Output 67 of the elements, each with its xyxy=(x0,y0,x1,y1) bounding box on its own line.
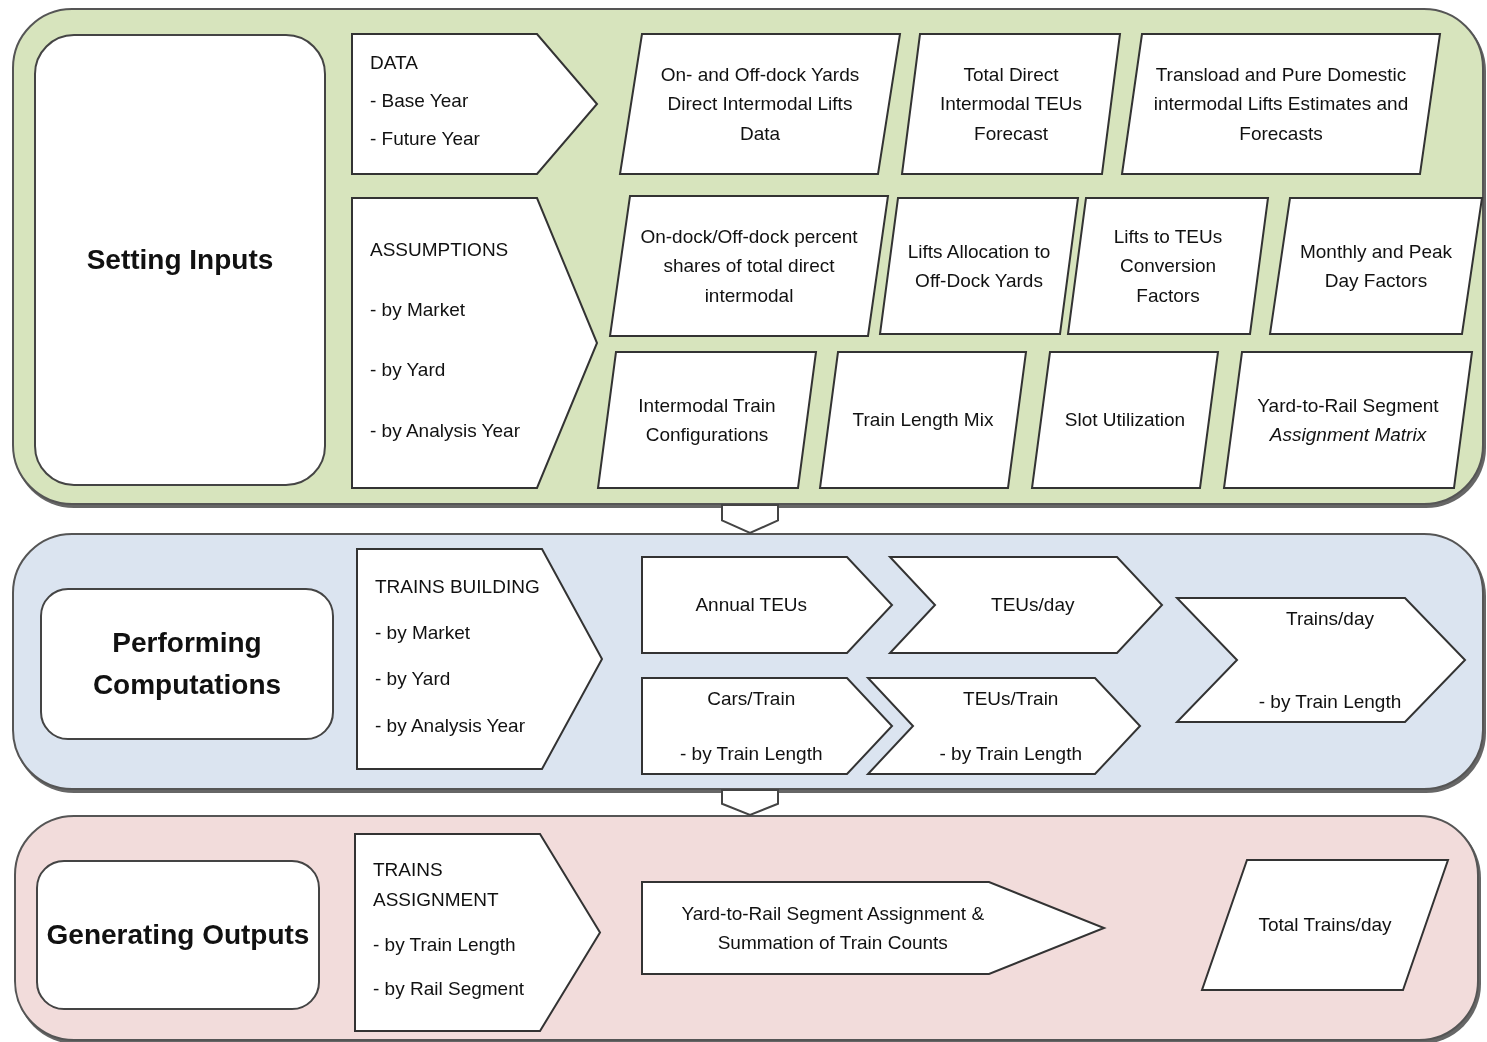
stage-panel xyxy=(12,8,1484,505)
block-arrow xyxy=(721,789,779,817)
list-item: - by Train Length xyxy=(373,932,516,957)
list-item: - Future Year xyxy=(370,127,480,152)
step-label: Total Trains/day xyxy=(1258,913,1392,938)
step-label: On- and Off-dock Yards Direct Intermodal Lifts Data xyxy=(659,62,861,146)
stage-box xyxy=(36,860,320,1010)
pentagon-step-box xyxy=(355,834,600,1031)
pentagon-step-box xyxy=(352,34,597,174)
list-item: - by Analysis Year xyxy=(375,713,525,738)
step-label: Yard-to-Rail Segment Assignment Matrix xyxy=(1256,393,1440,447)
step-heading: ASSUMPTIONS xyxy=(370,237,509,262)
stage-title: Generating Outputs xyxy=(46,918,310,952)
stage-box xyxy=(40,588,334,740)
chevron-step-box xyxy=(1177,598,1465,722)
step-label: Yard-to-Rail Segment Assignment & Summation of Train Counts xyxy=(680,901,986,955)
step-label: Slot Utilization xyxy=(1064,408,1186,433)
data-parallelogram xyxy=(1270,198,1482,334)
data-parallelogram xyxy=(620,34,900,174)
data-parallelogram xyxy=(1068,198,1268,334)
list-item: - Base Year xyxy=(370,89,469,114)
step-heading: TRAINS ASSIGNMENT xyxy=(373,858,500,912)
step-heading: Cars/Train xyxy=(707,687,796,711)
list-item: - by Rail Segment xyxy=(373,977,524,1002)
stage-title: Setting Inputs xyxy=(86,243,274,277)
stage-box xyxy=(34,34,326,486)
pentagon-step-box xyxy=(642,882,1104,974)
chevron-step-box xyxy=(868,678,1140,774)
pentagon-step-box xyxy=(642,557,892,653)
step-label: On-dock/Off-dock percent shares of total direct intermodal xyxy=(639,224,859,308)
list-item: - by Train Length xyxy=(939,741,1083,766)
stage-panel xyxy=(14,815,1479,1041)
step-label: Intermodal Train Configurations xyxy=(637,393,777,447)
list-item: - by Train Length xyxy=(1258,689,1402,714)
data-parallelogram xyxy=(598,352,816,488)
data-parallelogram xyxy=(610,196,888,336)
step-heading: DATA xyxy=(370,51,418,76)
data-parallelogram xyxy=(820,352,1026,488)
list-item: - by Market xyxy=(370,298,466,323)
pentagon-step-box xyxy=(642,678,892,774)
step-label: Annual TEUs xyxy=(695,593,808,618)
step-label: TEUs/day xyxy=(991,593,1075,618)
data-parallelogram xyxy=(902,34,1120,174)
data-parallelogram xyxy=(1224,352,1472,488)
data-parallelogram xyxy=(1122,34,1440,174)
data-parallelogram xyxy=(1032,352,1218,488)
step-label: Lifts Allocation to Off-Dock Yards xyxy=(906,239,1052,293)
stage-title: Performing Computations xyxy=(91,626,283,702)
step-heading: TRAINS BUILDING xyxy=(375,574,540,599)
step-label: Monthly and Peak Day Factors xyxy=(1298,239,1454,293)
list-item: - by Analysis Year xyxy=(370,418,520,443)
data-parallelogram xyxy=(880,198,1078,334)
pentagon-step-box xyxy=(357,549,602,769)
step-heading: TEUs/Train xyxy=(963,687,1059,711)
step-label: Train Length Mix xyxy=(852,408,994,433)
list-item: - by Yard xyxy=(370,358,446,383)
block-arrow xyxy=(721,504,779,535)
list-item: - by Train Length xyxy=(679,741,823,766)
list-item: - by Market xyxy=(375,621,471,646)
step-label: Lifts to TEUs Conversion Factors xyxy=(1112,224,1224,308)
data-parallelogram xyxy=(1202,860,1448,990)
step-label: Total Direct Intermodal TEUs Forecast xyxy=(938,62,1084,146)
step-label: Transload and Pure Domestic intermodal Lifts Estimates and Forecasts xyxy=(1152,62,1410,146)
step-heading: Trains/day xyxy=(1286,607,1374,631)
stage-panel xyxy=(12,533,1484,790)
chevron-step-box xyxy=(890,557,1162,653)
list-item: - by Yard xyxy=(375,667,451,692)
